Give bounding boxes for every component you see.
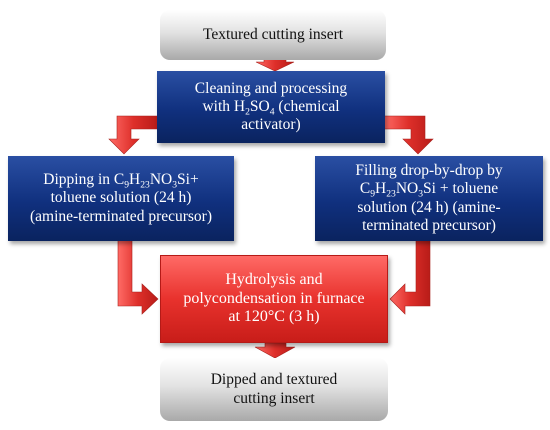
arrow-dipping-to-hydrolysis [117, 239, 159, 315]
node-text-line: C9H23NO3Si + toluene [359, 180, 499, 200]
arrow-hydrolysis-to-end [254, 342, 296, 359]
node-text-line: Cleaning and processing [194, 79, 348, 97]
arrow-cleaning-to-filling [383, 106, 434, 155]
node-text-line: solution (24 h) (amine- [357, 198, 501, 216]
node-text-line: activator) [241, 116, 301, 134]
process-node-dipping: Dipping in C9H23NO3Si+toluene solution (… [8, 156, 234, 241]
node-text-line: at 120°C (3 h) [228, 308, 320, 326]
node-text-line: Hydrolysis and [225, 270, 323, 288]
node-text-line: (amine-terminated precursor) [29, 207, 213, 225]
node-text-line: polycondensation in furnace [183, 289, 365, 307]
arrow-filling-to-hydrolysis [389, 239, 431, 315]
node-text-line: terminated precursor) [362, 216, 496, 234]
start-node-textured-cutting-insert: Textured cutting insert [160, 10, 386, 60]
node-text-line: toluene solution (24 h) [50, 189, 192, 207]
node-text-line: Dipped and textured [210, 371, 338, 389]
node-text-line: Filling drop-by-drop by [355, 161, 503, 179]
node-text-line: Dipping in C9H23NO3Si+ [43, 171, 199, 191]
node-text-line: with H2SO4 (chemical [202, 97, 340, 118]
node-text-line: cutting insert [233, 389, 315, 407]
arrow-start-to-cleaning [255, 58, 295, 72]
node-text-line: Textured cutting insert [202, 25, 344, 43]
arrow-cleaning-to-dipping [108, 106, 159, 155]
